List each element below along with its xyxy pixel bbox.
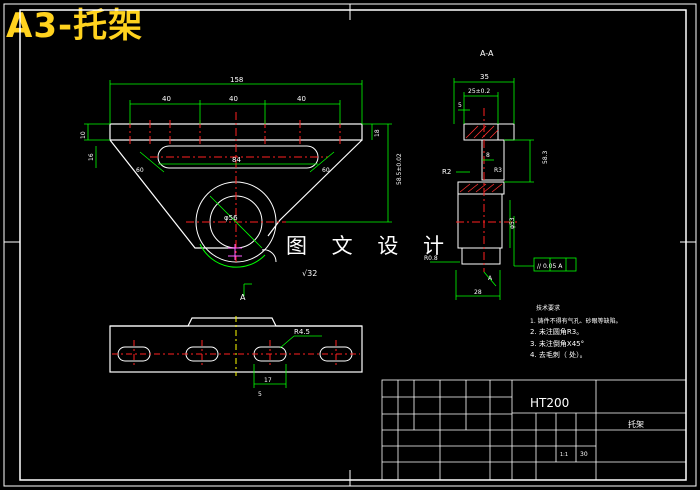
section-title: A-A bbox=[480, 49, 494, 58]
tech-heading: 技术要求 bbox=[536, 304, 560, 312]
dim-pitch-bottom: 17 bbox=[264, 377, 272, 384]
drawing-frame bbox=[3, 3, 697, 487]
dim-slot-length: 84 bbox=[232, 156, 241, 164]
dim-pitch-3: 40 bbox=[297, 95, 306, 103]
section-view: A-A bbox=[424, 49, 577, 300]
drawing-title: A3-托架 bbox=[6, 6, 144, 46]
section-leader: A bbox=[488, 275, 493, 282]
dim-height: 58.5±0.02 bbox=[396, 153, 403, 185]
dim-angle-left: 60 bbox=[136, 167, 144, 174]
dim-thickness: 10 bbox=[80, 131, 87, 139]
dim-base: 28 bbox=[474, 289, 482, 296]
section-dimensions bbox=[430, 78, 577, 300]
dim-r2: R2 bbox=[442, 168, 451, 176]
dim-thickness-r: 18 bbox=[374, 129, 381, 137]
surface-roughness: R0.8 bbox=[424, 255, 438, 262]
tech-item-3: 3. 未注倒角X45° bbox=[530, 339, 584, 348]
dim-label-bottom: 5 bbox=[258, 391, 262, 398]
dim-pitch-1: 40 bbox=[162, 95, 171, 103]
bottom-view: R4.5 17 5 bbox=[109, 316, 363, 398]
dim-bore-s: φ53 bbox=[509, 217, 516, 229]
front-view: 158 40 40 40 10 16 84 60 60 φ56 58.5±0.0… bbox=[80, 76, 403, 302]
dim-overall: 158 bbox=[230, 76, 243, 84]
hatch bbox=[459, 125, 503, 193]
tech-item-2: 2. 未注圆角R3。 bbox=[530, 327, 583, 336]
dim-radius: R4.5 bbox=[294, 328, 310, 336]
scale: 1:1 bbox=[560, 452, 568, 458]
tech-item-4: 4. 去毛刺（ 处）。 bbox=[530, 350, 587, 359]
dim-height-s: 58.3 bbox=[542, 150, 549, 164]
triangle-body bbox=[109, 139, 235, 249]
view-label-a: A bbox=[240, 293, 246, 302]
sheet-num: 30 bbox=[580, 451, 588, 458]
watermark: 图 文 设 计 bbox=[286, 234, 454, 258]
dim-slot-width: 16 bbox=[88, 153, 95, 161]
dim-inner: 25±0.2 bbox=[468, 88, 490, 95]
title-block bbox=[381, 379, 687, 481]
dim-angle-right: 60 bbox=[322, 167, 330, 174]
tech-item-1: 1. 铸件不得有气孔、砂眼等缺陷。 bbox=[530, 317, 622, 325]
dim-width: 35 bbox=[480, 73, 489, 81]
material: HT200 bbox=[530, 396, 569, 410]
dim-small: 8 bbox=[486, 152, 490, 159]
dim-step: 5 bbox=[458, 102, 462, 109]
front-dimensions bbox=[84, 80, 392, 296]
dim-bore: φ56 bbox=[224, 214, 238, 222]
surface-mark: √32 bbox=[302, 269, 317, 278]
tech-notes: 技术要求 1. 铸件不得有气孔、砂眼等缺陷。 2. 未注圆角R3。 3. 未注倒… bbox=[530, 304, 622, 359]
part-name: 托架 bbox=[628, 419, 644, 429]
dim-r3: R3 bbox=[494, 167, 502, 174]
tolerance-frame: // 0.05 A bbox=[537, 263, 563, 270]
dim-pitch-2: 40 bbox=[229, 95, 238, 103]
section-base bbox=[457, 193, 503, 249]
